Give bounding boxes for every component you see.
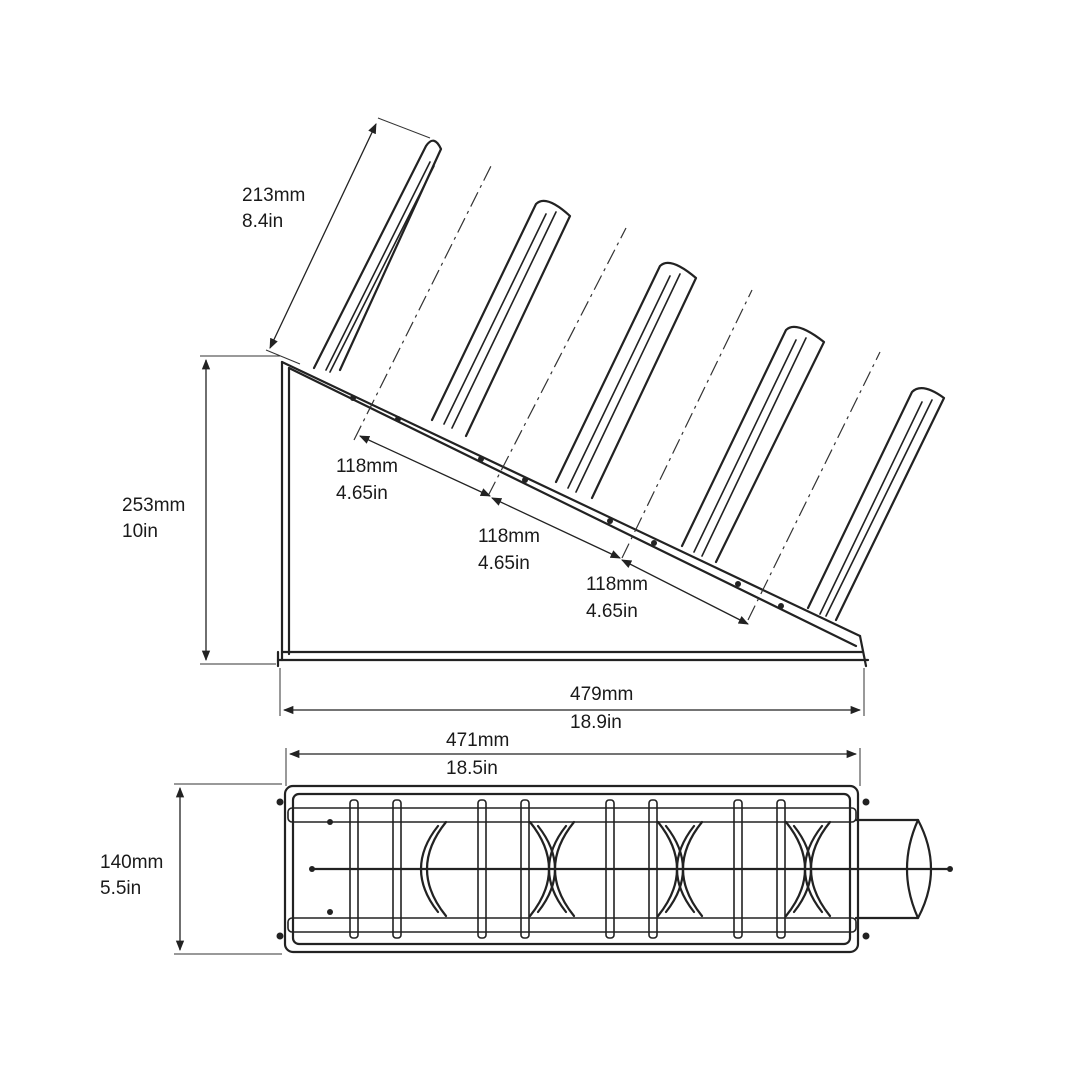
spacing-1-mm: 118mm [336, 456, 398, 477]
arm-4 [680, 325, 826, 564]
top-length-in: 18.5in [446, 758, 498, 779]
height-in: 10in [122, 521, 158, 542]
height-mm: 253mm [122, 495, 185, 516]
top-length-mm: 471mm [446, 730, 509, 751]
top-length-dimension: 471mm 18.5in [285, 730, 861, 786]
arm-1 [312, 139, 443, 373]
arm-length-dimension: 213mm 8.4in [242, 117, 431, 365]
spacing-2-mm: 118mm [478, 526, 540, 547]
top-width-in: 5.5in [100, 878, 141, 899]
spacing-dimension-3: 118mm 4.65in [586, 559, 749, 625]
spacing-dimension-2: 118mm 4.65in [478, 497, 621, 574]
side-view: 213mm 8.4in 253mm 10in 118mm 4.65in 118m… [122, 117, 946, 733]
arm-5 [806, 387, 946, 622]
arm-loops-top [420, 818, 932, 920]
cross-bars [349, 799, 786, 939]
base-length-in: 18.9in [570, 712, 622, 733]
arm-length-mm: 213mm [242, 185, 305, 206]
arm-3 [554, 261, 698, 500]
arm-2 [430, 199, 572, 438]
spacing-1-in: 4.65in [336, 483, 388, 504]
spacing-3-mm: 118mm [586, 574, 648, 595]
top-width-mm: 140mm [100, 852, 163, 873]
base-length-mm: 479mm [570, 684, 633, 705]
spacing-3-in: 4.65in [586, 601, 638, 622]
top-width-dimension: 140mm 5.5in [100, 783, 282, 955]
top-frame [276, 784, 953, 954]
base-length-dimension: 479mm 18.9in [279, 668, 865, 733]
arm-centerlines [353, 163, 881, 621]
top-view: 471mm 18.5in 140mm 5.5in [100, 730, 953, 955]
height-dimension: 253mm 10in [122, 355, 280, 665]
side-frame [276, 360, 870, 668]
spacing-2-in: 4.65in [478, 553, 530, 574]
arm-length-in: 8.4in [242, 211, 283, 232]
spacing-dimension-1: 118mm 4.65in [336, 435, 491, 504]
